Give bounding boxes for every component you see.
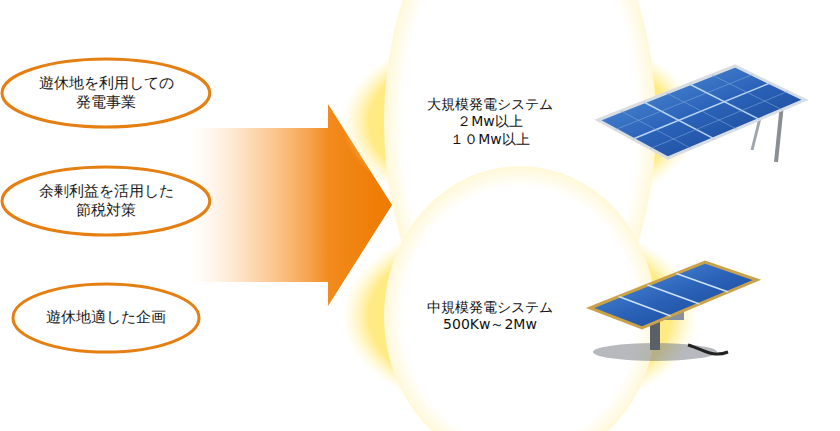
ellipse-shape: [13, 284, 199, 352]
node-heading: 中規模発電システム: [427, 299, 553, 317]
node-detail: 500Kw～2Mw: [443, 316, 537, 334]
node-heading: 余剰利益を活用した 節税対策: [34, 182, 178, 221]
node-detail: ２Mw以上: [457, 113, 523, 131]
idea-ellipse: 遊休地を利用しての 発電事業: [0, 57, 212, 129]
ellipse-shape: [2, 167, 210, 235]
node-detail: １０Mw以上: [450, 131, 530, 149]
idea-ellipse: 遊休地適した企画: [11, 282, 201, 354]
ellipse-shape: [2, 59, 210, 127]
node-heading: 大規模発電システム: [427, 96, 553, 114]
large-solar-panel: [598, 66, 805, 162]
node-heading: 遊休地を利用しての 発電事業: [34, 74, 178, 113]
medium-solar-panel: [590, 262, 757, 361]
node-heading: 遊休地適した企画: [46, 308, 166, 328]
idea-ellipse: 余剰利益を活用した 節税対策: [0, 165, 212, 237]
